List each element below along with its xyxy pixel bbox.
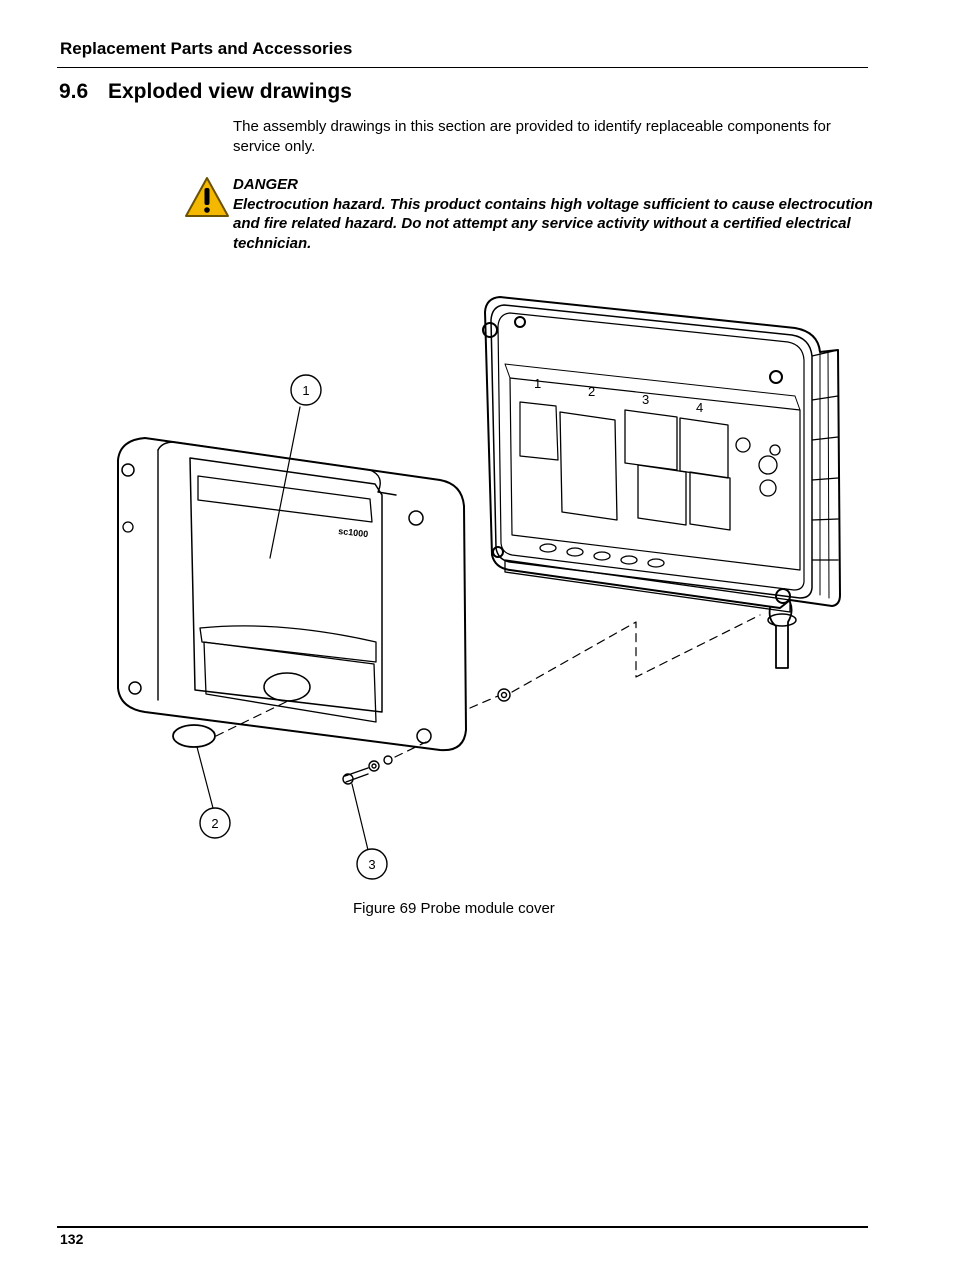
danger-label: DANGER <box>233 176 299 193</box>
footer-divider <box>57 1226 868 1228</box>
callout-1: 1 <box>290 374 322 406</box>
section-title: Exploded view drawings <box>108 80 352 103</box>
callout-leaders <box>196 406 369 851</box>
sealing-plug <box>172 724 216 748</box>
warning-triangle-icon <box>185 177 229 217</box>
slot-number-3: 3 <box>642 392 649 407</box>
running-header: Replacement Parts and Accessories <box>60 39 353 58</box>
svg-text:2: 2 <box>211 816 218 831</box>
intro-paragraph: The assembly drawings in this section ar… <box>233 118 831 155</box>
screw-set <box>342 688 511 785</box>
page-number: 132 <box>60 1231 84 1247</box>
slot-number-1: 1 <box>534 376 541 391</box>
exploded-view-drawing: 1 2 3 4 sc1000 <box>117 296 841 880</box>
front-cover: sc1000 <box>117 437 467 752</box>
slot-number-4: 4 <box>696 400 703 415</box>
callout-2: 2 <box>199 807 231 839</box>
danger-notice: DANGER Electrocution hazard. This produc… <box>233 175 873 253</box>
enclosure-housing: 1 2 3 4 <box>482 296 841 669</box>
header-divider <box>57 67 868 68</box>
danger-text: Electrocution hazard. This product conta… <box>233 195 873 252</box>
svg-text:1: 1 <box>302 383 309 398</box>
section-heading: 9.6 Exploded view drawings <box>59 80 352 104</box>
callout-3: 3 <box>356 848 388 880</box>
section-number: 9.6 <box>59 80 89 103</box>
figure-caption: Figure 69 Probe module cover <box>353 900 555 917</box>
slot-number-2: 2 <box>588 384 595 399</box>
cover-model-label: sc1000 <box>338 526 369 539</box>
svg-text:3: 3 <box>368 857 375 872</box>
